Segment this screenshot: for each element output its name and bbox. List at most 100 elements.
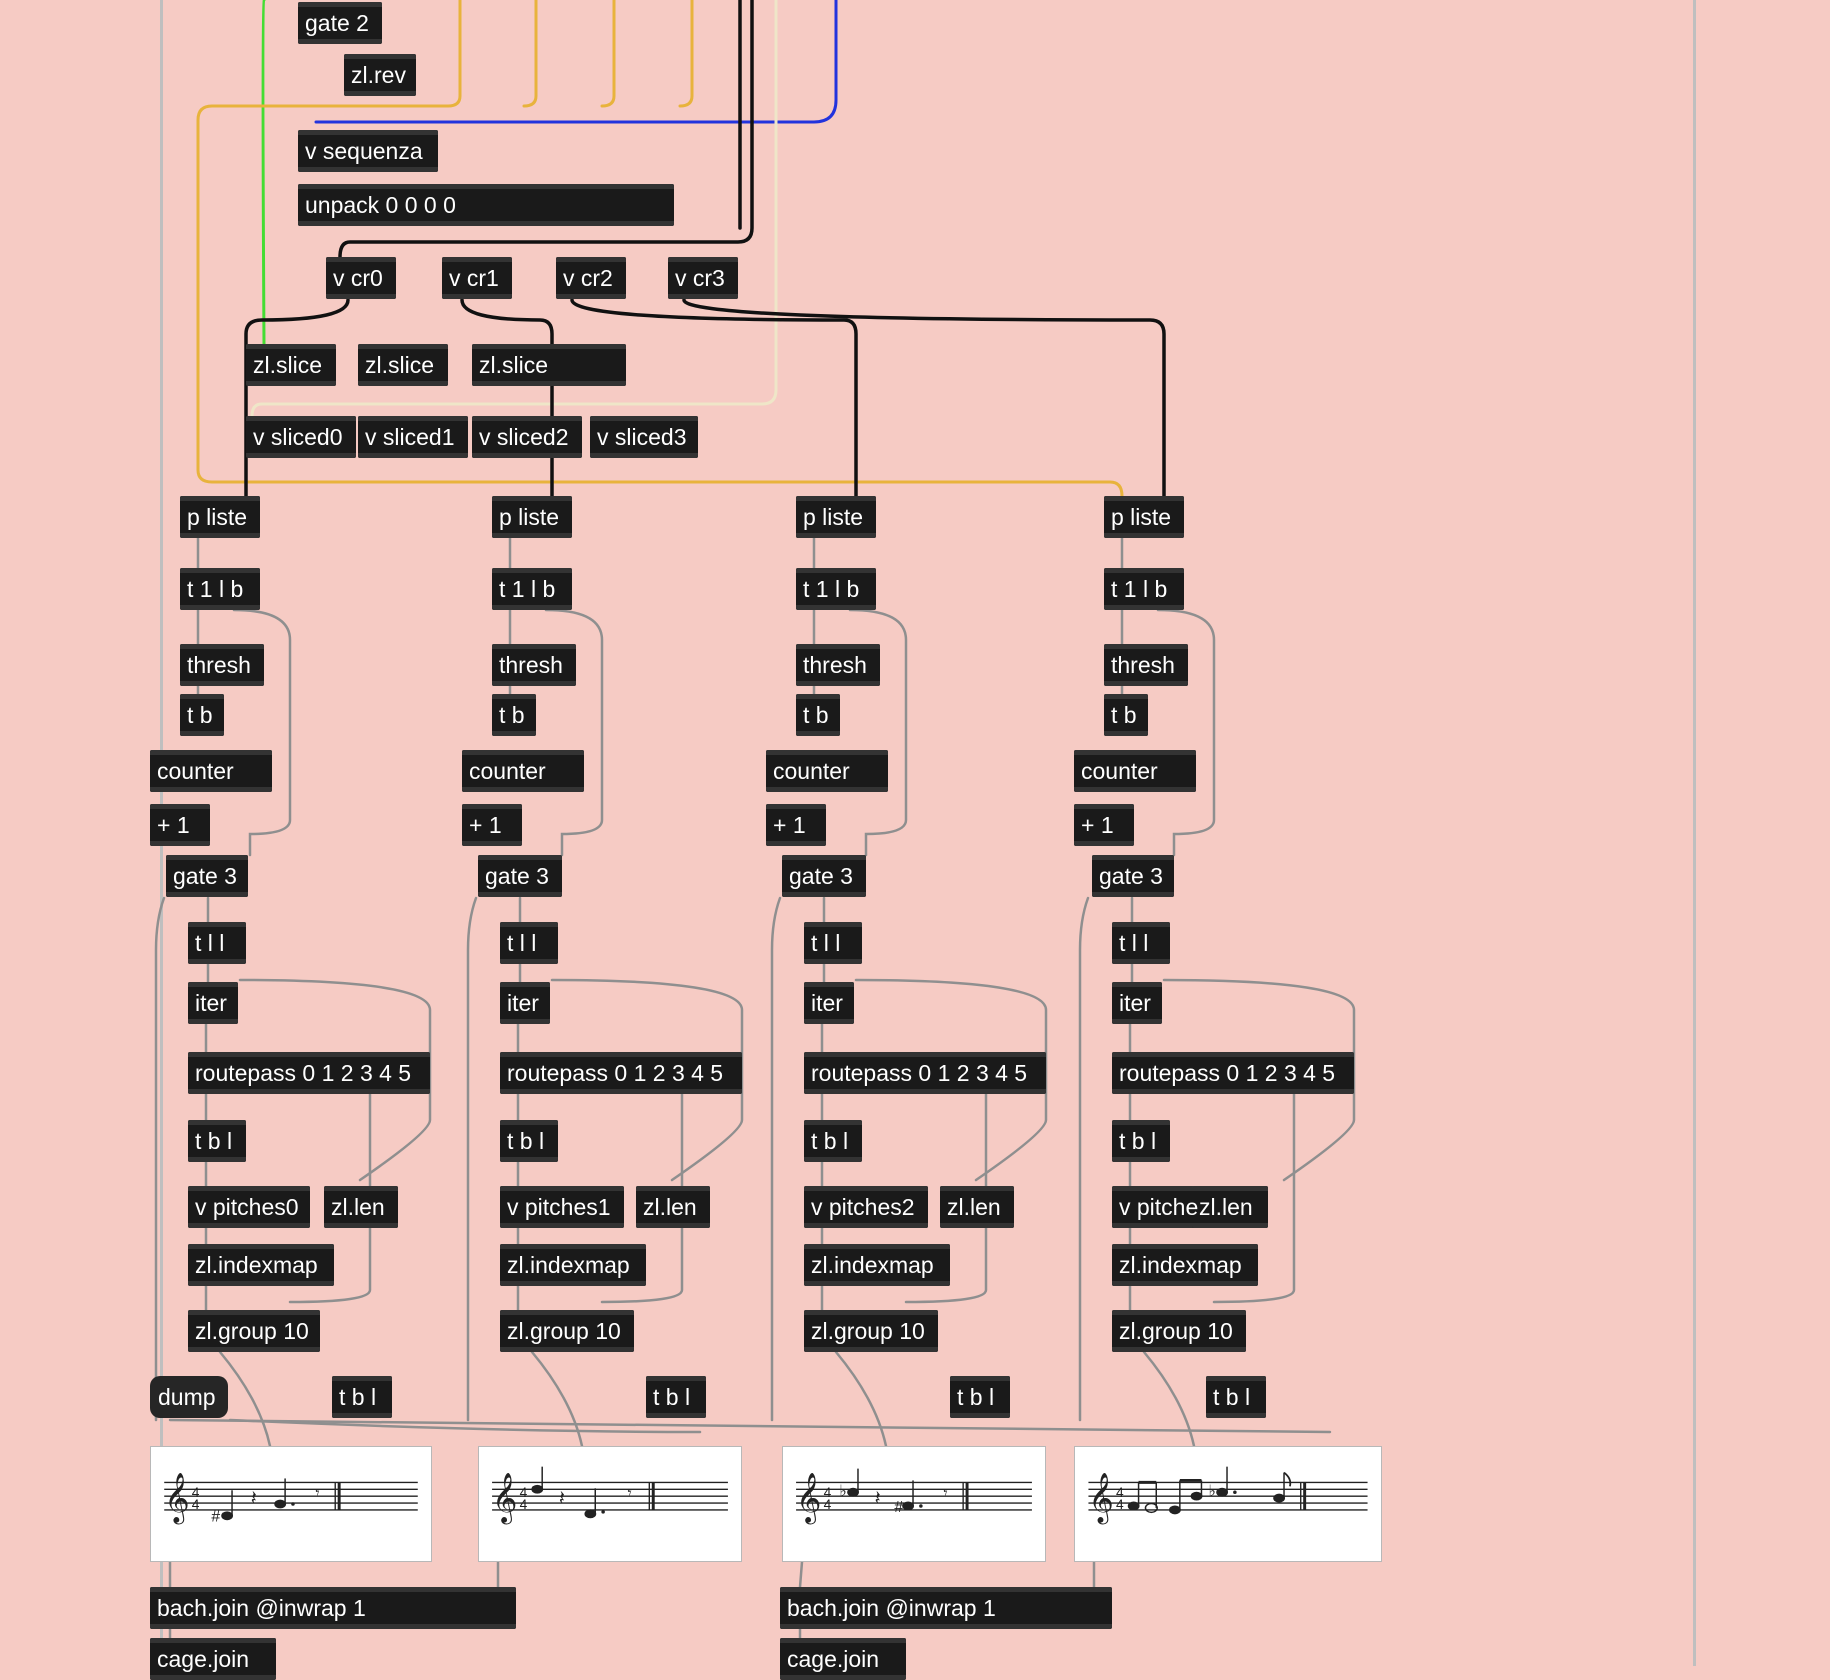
object-box[interactable]: t b l (1206, 1376, 1266, 1418)
object-box[interactable]: p liste (1104, 496, 1184, 538)
object-box[interactable]: cage.join (780, 1638, 906, 1680)
object-box[interactable]: iter (500, 982, 550, 1024)
object-box[interactable]: cage.join (150, 1638, 276, 1680)
object-box[interactable]: counter (766, 750, 888, 792)
dump-message[interactable]: dump (150, 1376, 228, 1418)
object-box[interactable]: zl.slice (358, 344, 448, 386)
object-box[interactable]: gate 3 (1092, 855, 1174, 897)
object-box[interactable]: routepass 0 1 2 3 4 5 (1112, 1052, 1354, 1094)
object-box[interactable]: zl.len (940, 1186, 1014, 1228)
svg-text:4: 4 (1116, 1485, 1124, 1500)
object-box[interactable]: zl.slice (246, 344, 336, 386)
object-box[interactable]: t b l (500, 1120, 558, 1162)
object-box[interactable]: unpack 0 0 0 0 (298, 184, 674, 226)
object-box[interactable]: t b l (332, 1376, 392, 1418)
staff-notation: 𝄞 44 # 𝄽 𝄾 (164, 1473, 418, 1526)
object-box[interactable]: p liste (180, 496, 260, 538)
svg-text:𝄽: 𝄽 (875, 1487, 881, 1509)
object-box[interactable]: zl.group 10 (500, 1310, 634, 1352)
object-box[interactable]: zl.group 10 (188, 1310, 320, 1352)
object-box[interactable]: zl.indexmap (500, 1244, 646, 1286)
object-box[interactable]: bach.join @inwrap 1 (780, 1587, 1112, 1629)
object-box[interactable]: iter (1112, 982, 1162, 1024)
object-box[interactable]: t b l (1112, 1120, 1170, 1162)
object-box[interactable]: v sliced0 (246, 416, 356, 458)
object-box[interactable]: t l l (804, 922, 862, 964)
object-box[interactable]: t 1 l b (1104, 568, 1184, 610)
object-box[interactable]: v cr0 (326, 257, 396, 299)
object-box[interactable]: t l l (1112, 922, 1170, 964)
object-box[interactable]: t b l (804, 1120, 862, 1162)
object-box[interactable]: t b (1104, 694, 1148, 736)
object-box[interactable]: gate 2 (298, 2, 382, 44)
object-box[interactable]: routepass 0 1 2 3 4 5 (500, 1052, 742, 1094)
object-box[interactable]: gate 3 (478, 855, 562, 897)
patch-cord (570, 298, 858, 498)
object-box[interactable]: v sliced2 (472, 416, 582, 458)
object-box[interactable]: t 1 l b (180, 568, 260, 610)
object-box[interactable]: zl.group 10 (804, 1310, 938, 1352)
object-box[interactable]: t b (796, 694, 840, 736)
object-box[interactable]: t l l (188, 922, 246, 964)
object-box[interactable]: thresh (796, 644, 880, 686)
object-box[interactable]: iter (804, 982, 854, 1024)
object-box[interactable]: v pitches0 (188, 1186, 310, 1228)
object-box[interactable]: thresh (180, 644, 264, 686)
object-box[interactable]: thresh (492, 644, 576, 686)
object-box[interactable]: t 1 l b (796, 568, 876, 610)
object-box[interactable]: counter (1074, 750, 1196, 792)
object-box[interactable]: + 1 (462, 804, 522, 846)
object-box[interactable]: zl.len (1192, 1186, 1268, 1228)
object-box[interactable]: v cr3 (668, 257, 738, 299)
object-box[interactable]: v pitches1 (500, 1186, 624, 1228)
object-box[interactable]: t 1 l b (492, 568, 572, 610)
object-box[interactable]: p liste (796, 496, 876, 538)
svg-text:4: 4 (192, 1497, 200, 1512)
patcher-right-border (1693, 0, 1696, 1666)
object-box[interactable]: counter (150, 750, 272, 792)
object-box[interactable]: zl.indexmap (804, 1244, 950, 1286)
object-box[interactable]: v cr2 (556, 257, 626, 299)
object-box[interactable]: bach.join @inwrap 1 (150, 1587, 516, 1629)
object-box[interactable]: v sliced1 (358, 416, 468, 458)
object-box[interactable]: thresh (1104, 644, 1188, 686)
svg-text:#: # (894, 1499, 903, 1516)
object-box[interactable]: zl.len (636, 1186, 710, 1228)
object-box[interactable]: zl.rev (344, 54, 416, 96)
object-box[interactable]: v sequenza (298, 130, 438, 172)
object-box[interactable]: + 1 (1074, 804, 1134, 846)
object-box[interactable]: zl.indexmap (1112, 1244, 1258, 1286)
object-box[interactable]: t b l (950, 1376, 1010, 1418)
object-box[interactable]: t l l (500, 922, 558, 964)
object-box[interactable]: t b (492, 694, 536, 736)
object-box[interactable]: + 1 (150, 804, 210, 846)
object-box[interactable]: zl.group 10 (1112, 1310, 1246, 1352)
object-box[interactable]: v pitche (1112, 1186, 1200, 1228)
object-box[interactable]: routepass 0 1 2 3 4 5 (804, 1052, 1046, 1094)
object-box[interactable]: zl.slice (472, 344, 626, 386)
svg-text:𝄽: 𝄽 (251, 1487, 257, 1509)
object-box[interactable]: + 1 (766, 804, 826, 846)
object-box[interactable]: zl.indexmap (188, 1244, 334, 1286)
object-box[interactable]: v cr1 (442, 257, 512, 299)
object-box[interactable]: t b l (646, 1376, 706, 1418)
object-box[interactable]: v pitches2 (804, 1186, 928, 1228)
object-box[interactable]: routepass 0 1 2 3 4 5 (188, 1052, 430, 1094)
object-box[interactable]: iter (188, 982, 238, 1024)
object-box[interactable]: t b (180, 694, 224, 736)
object-box[interactable]: p liste (492, 496, 572, 538)
object-box[interactable]: t b l (188, 1120, 246, 1162)
object-box[interactable]: gate 3 (782, 855, 866, 897)
object-box[interactable]: counter (462, 750, 584, 792)
object-box[interactable]: v sliced3 (590, 416, 698, 458)
svg-text:𝄞: 𝄞 (1088, 1473, 1114, 1525)
object-box[interactable]: zl.len (324, 1186, 398, 1228)
object-box[interactable]: gate 3 (166, 855, 248, 897)
svg-text:𝄾: 𝄾 (628, 1485, 632, 1502)
